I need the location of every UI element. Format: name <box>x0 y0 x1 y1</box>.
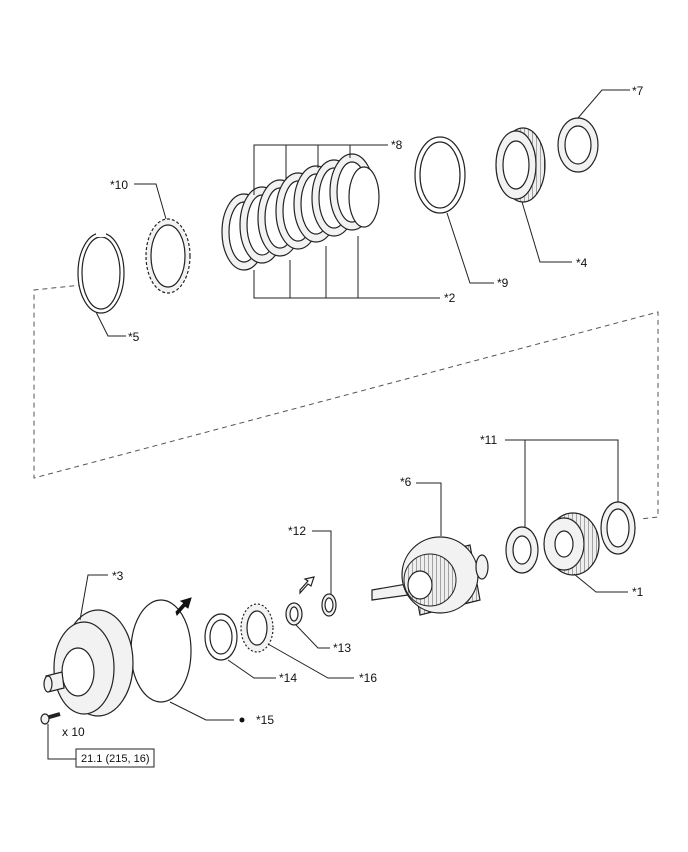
leader-c9 <box>446 212 494 284</box>
torque-spec: 21.1 (215, 16) <box>81 753 150 765</box>
callout-c8: *8 <box>391 138 403 152</box>
callout-c6: *6 <box>400 475 412 489</box>
direction-arrow-solid-icon <box>175 597 192 616</box>
part-race <box>204 613 238 661</box>
leader-c6 <box>416 482 442 536</box>
callout-c13: *13 <box>333 641 351 655</box>
part-snap-ring <box>77 231 125 314</box>
part-flange <box>145 218 191 294</box>
part-one-way-clutch <box>495 127 546 203</box>
leader-c11 <box>505 439 526 527</box>
leader-c14 <box>227 659 276 679</box>
callout-c3: *3 <box>112 569 124 583</box>
leader-bolt <box>47 724 76 760</box>
leader-c1 <box>573 573 628 593</box>
part-retainer-plate <box>557 117 599 173</box>
part-thrust-washer-a <box>505 526 539 574</box>
part-gear <box>543 512 600 576</box>
callout-c16: *16 <box>359 671 377 685</box>
leader-c5 <box>95 311 126 337</box>
callout-c9: *9 <box>497 276 509 290</box>
callout-c5: *5 <box>128 330 140 344</box>
callout-c15: *15 <box>256 713 274 727</box>
leader-c15-dot <box>239 717 245 723</box>
callout-c2: *2 <box>444 291 456 305</box>
part-clutch-drum <box>371 536 489 616</box>
direction-arrow-outline-icon <box>299 576 315 595</box>
part-ring <box>414 136 466 214</box>
leader-c3 <box>79 574 108 621</box>
part-bearing-race <box>321 593 337 617</box>
leader-c11-b <box>525 439 619 502</box>
leader-c13 <box>295 624 330 649</box>
leader-c12 <box>312 530 332 594</box>
callout-c7: *7 <box>632 84 644 98</box>
leader-c10 <box>134 183 167 220</box>
part-thrust-washer-b <box>600 501 636 555</box>
bolt-quantity: x 10 <box>62 725 85 739</box>
leader-c16 <box>267 643 354 679</box>
callout-c11: *11 <box>480 433 497 447</box>
callout-c12: *12 <box>288 524 306 538</box>
part-oil-pump <box>43 609 134 717</box>
torque-spec-box <box>75 748 155 768</box>
part-seal <box>285 602 303 626</box>
callout-c10: *10 <box>110 178 128 192</box>
leader-c2 <box>253 270 440 299</box>
part-o-ring <box>130 599 192 703</box>
leader-c8 <box>253 144 388 195</box>
callout-c4: *4 <box>576 256 588 270</box>
part-clutch-pack <box>221 153 380 271</box>
leader-c7 <box>577 89 630 119</box>
leader-c15 <box>169 701 234 721</box>
assembly-guide-line <box>33 281 659 520</box>
part-thrust-bearing <box>240 603 274 653</box>
callout-c14: *14 <box>279 671 297 685</box>
leader-c4 <box>521 201 572 263</box>
callout-c1: *1 <box>632 585 644 599</box>
part-bolt <box>40 712 61 725</box>
